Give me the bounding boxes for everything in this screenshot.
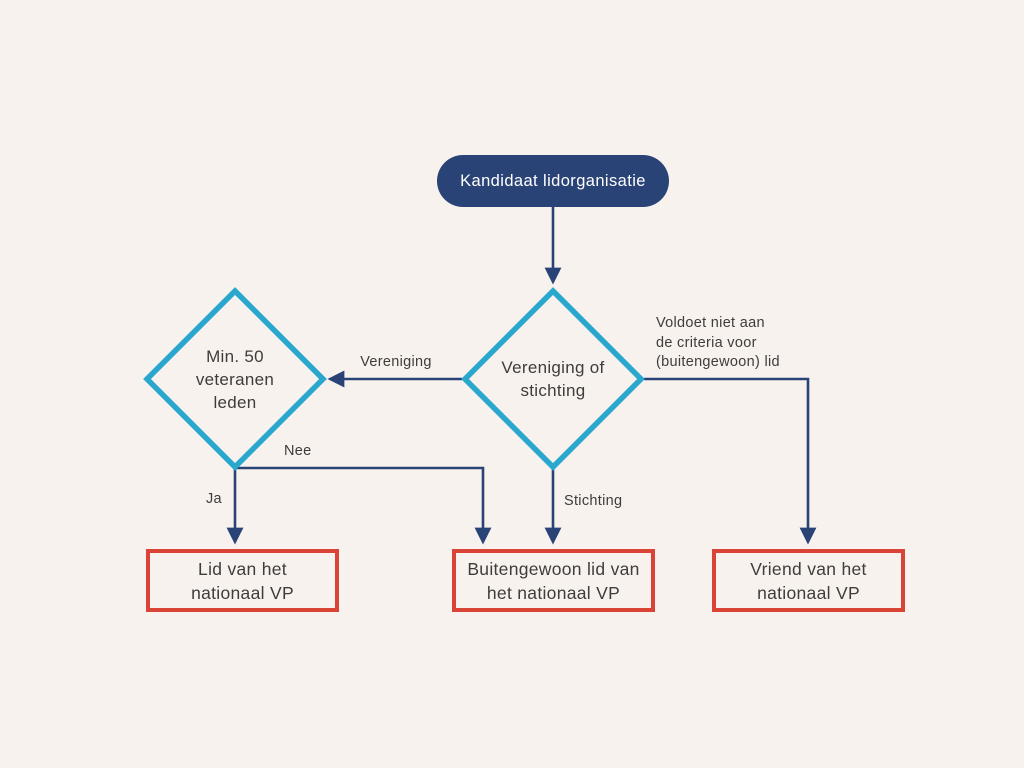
edge-label-vereniging: Vereniging bbox=[360, 354, 432, 370]
edge-label-stichting: Stichting bbox=[564, 493, 623, 509]
edge-label-ja: Ja bbox=[206, 491, 222, 507]
outcome-lid-box: Lid van het nationaal VP bbox=[146, 549, 339, 612]
decision-type-label: Vereniging of stichting bbox=[501, 358, 605, 400]
edge-label-nee: Nee bbox=[284, 443, 312, 459]
edge-nee bbox=[236, 466, 492, 545]
decision-members-label: Min. 50 veteranen leden bbox=[195, 346, 275, 412]
decision-members-diamond bbox=[143, 287, 327, 471]
decision-type-diamond bbox=[461, 287, 645, 471]
outcome-buitengewoon-box: Buitengewoon lid van het nationaal VP bbox=[452, 549, 655, 612]
start-node-label: Kandidaat lidorganisatie bbox=[460, 171, 646, 190]
outcome-vriend-box: Vriend van het nationaal VP bbox=[712, 549, 905, 612]
start-node: Kandidaat lidorganisatie bbox=[437, 155, 669, 207]
edge-niet-criteria bbox=[644, 377, 817, 545]
edge-label-niet-criteria: Voldoet niet aan de criteria voor (buite… bbox=[656, 315, 780, 370]
